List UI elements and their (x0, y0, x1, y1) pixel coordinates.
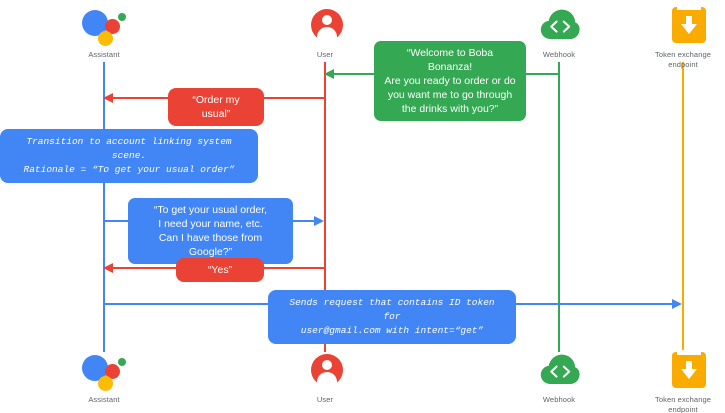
actor-user-bottom[interactable]: User (265, 350, 385, 405)
arrow-head-m5 (103, 262, 113, 273)
actor-assistant-bottom[interactable]: Assistant (44, 350, 164, 405)
actor-label-user: User (316, 395, 334, 404)
actor-label-endpoint: Token exchange endpoint (654, 50, 712, 69)
lifeline-assistant (103, 62, 105, 352)
cloud-code-icon (531, 5, 587, 47)
arrow-head-m6 (672, 298, 682, 309)
user-avatar-icon (297, 350, 353, 393)
actor-user-top[interactable]: User (265, 5, 385, 60)
message-bubble-m2: “Order my usual” (168, 88, 264, 126)
cloud-code-icon (531, 350, 587, 392)
message-bubble-m5: “Yes” (176, 258, 264, 282)
arrow-head-m4 (314, 215, 324, 226)
message-note-m3: Transition to account linking system sce… (0, 129, 258, 183)
user-avatar-icon (297, 5, 353, 48)
actor-label-user: User (316, 50, 334, 59)
actor-webhook-top[interactable]: Webhook (499, 5, 619, 60)
actor-label-endpoint: Token exchange endpoint (654, 395, 712, 413)
actor-webhook-bottom[interactable]: Webhook (499, 350, 619, 405)
google-assistant-icon (76, 5, 132, 47)
actor-endpoint-bottom[interactable]: Token exchange endpoint (623, 350, 725, 413)
download-box-icon (655, 5, 711, 47)
actor-endpoint-top[interactable]: Token exchange endpoint (623, 5, 725, 70)
message-bubble-m1: “Welcome to Boba Bonanza! Are you ready … (374, 41, 526, 121)
actor-label-assistant: Assistant (88, 395, 120, 404)
lifeline-webhook (558, 62, 560, 352)
message-note-m6: Sends request that contains ID token for… (268, 290, 516, 344)
google-assistant-icon (76, 350, 132, 392)
download-box-icon (655, 350, 711, 392)
actor-label-assistant: Assistant (88, 50, 120, 59)
actor-label-webhook: Webhook (542, 395, 576, 404)
actor-label-webhook: Webhook (542, 50, 576, 59)
arrow-head-m2 (103, 92, 113, 103)
lifeline-endpoint (682, 62, 684, 352)
message-bubble-m4: “To get your usual order, I need your na… (128, 198, 293, 264)
arrow-head-m1 (324, 68, 334, 79)
actor-assistant-top[interactable]: Assistant (44, 5, 164, 60)
lifeline-user (324, 62, 326, 352)
